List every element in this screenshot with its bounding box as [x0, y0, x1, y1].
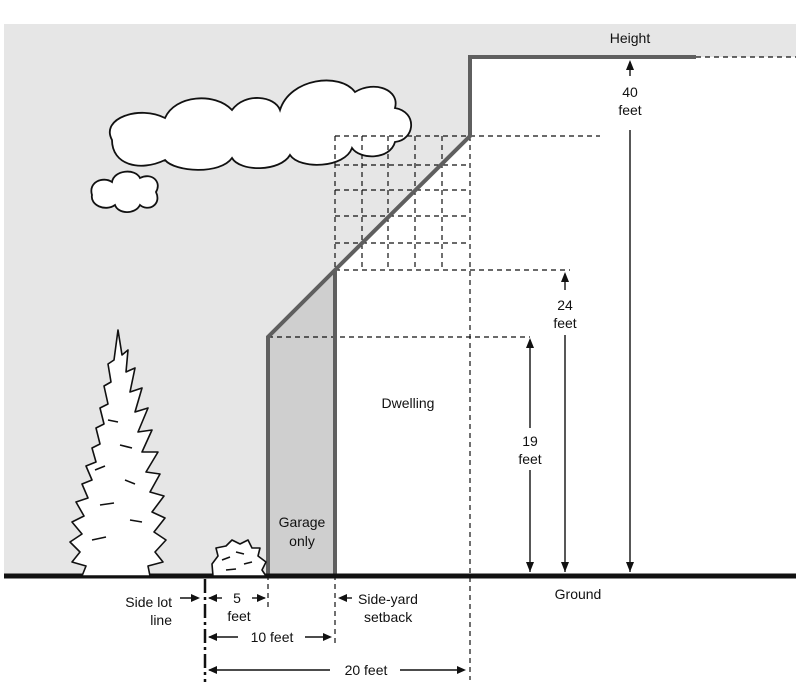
dim-24-unit: feet [553, 315, 576, 331]
height-label: Height [610, 30, 651, 46]
dwelling-label: Dwelling [382, 395, 435, 411]
dim-19-number: 19 [522, 433, 538, 449]
height-envelope-line [266, 55, 696, 575]
tree-icon [69, 329, 167, 577]
dim-19-unit: feet [518, 451, 541, 467]
side-lot-arrow [180, 594, 200, 602]
dwelling-region [268, 57, 796, 575]
dim-5-unit: feet [227, 608, 250, 624]
side-lot-label-line2: line [150, 612, 172, 628]
dim-24-arrow [561, 272, 569, 572]
side-lot-label-line1: Side lot [125, 594, 172, 610]
cloud-large-icon [108, 79, 412, 171]
bush-icon [211, 539, 267, 577]
dim-10-label: 10 feet [251, 629, 294, 645]
garage-label-line1: Garage [279, 514, 326, 530]
dim-40-number: 40 [622, 84, 638, 100]
dim-20-arrow [208, 666, 466, 674]
dim-24-number: 24 [557, 297, 573, 313]
setback-label-line2: setback [364, 609, 413, 625]
dim-40-unit: feet [618, 102, 641, 118]
dim-5-number: 5 [233, 590, 241, 606]
dim-20-label: 20 feet [345, 662, 388, 678]
dim-19-arrow [526, 338, 534, 572]
setback-grid [267, 56, 796, 680]
setback-arrow [338, 594, 352, 602]
garage-label-line2: only [289, 533, 315, 549]
cloud-small-icon [90, 170, 159, 214]
dim-10-arrow [208, 633, 332, 641]
setback-label-line1: Side-yard [358, 591, 418, 607]
ground-label: Ground [555, 586, 602, 602]
garage-region [268, 270, 335, 575]
dim-40-arrow [626, 60, 634, 572]
dim-5-arrow [208, 594, 266, 602]
